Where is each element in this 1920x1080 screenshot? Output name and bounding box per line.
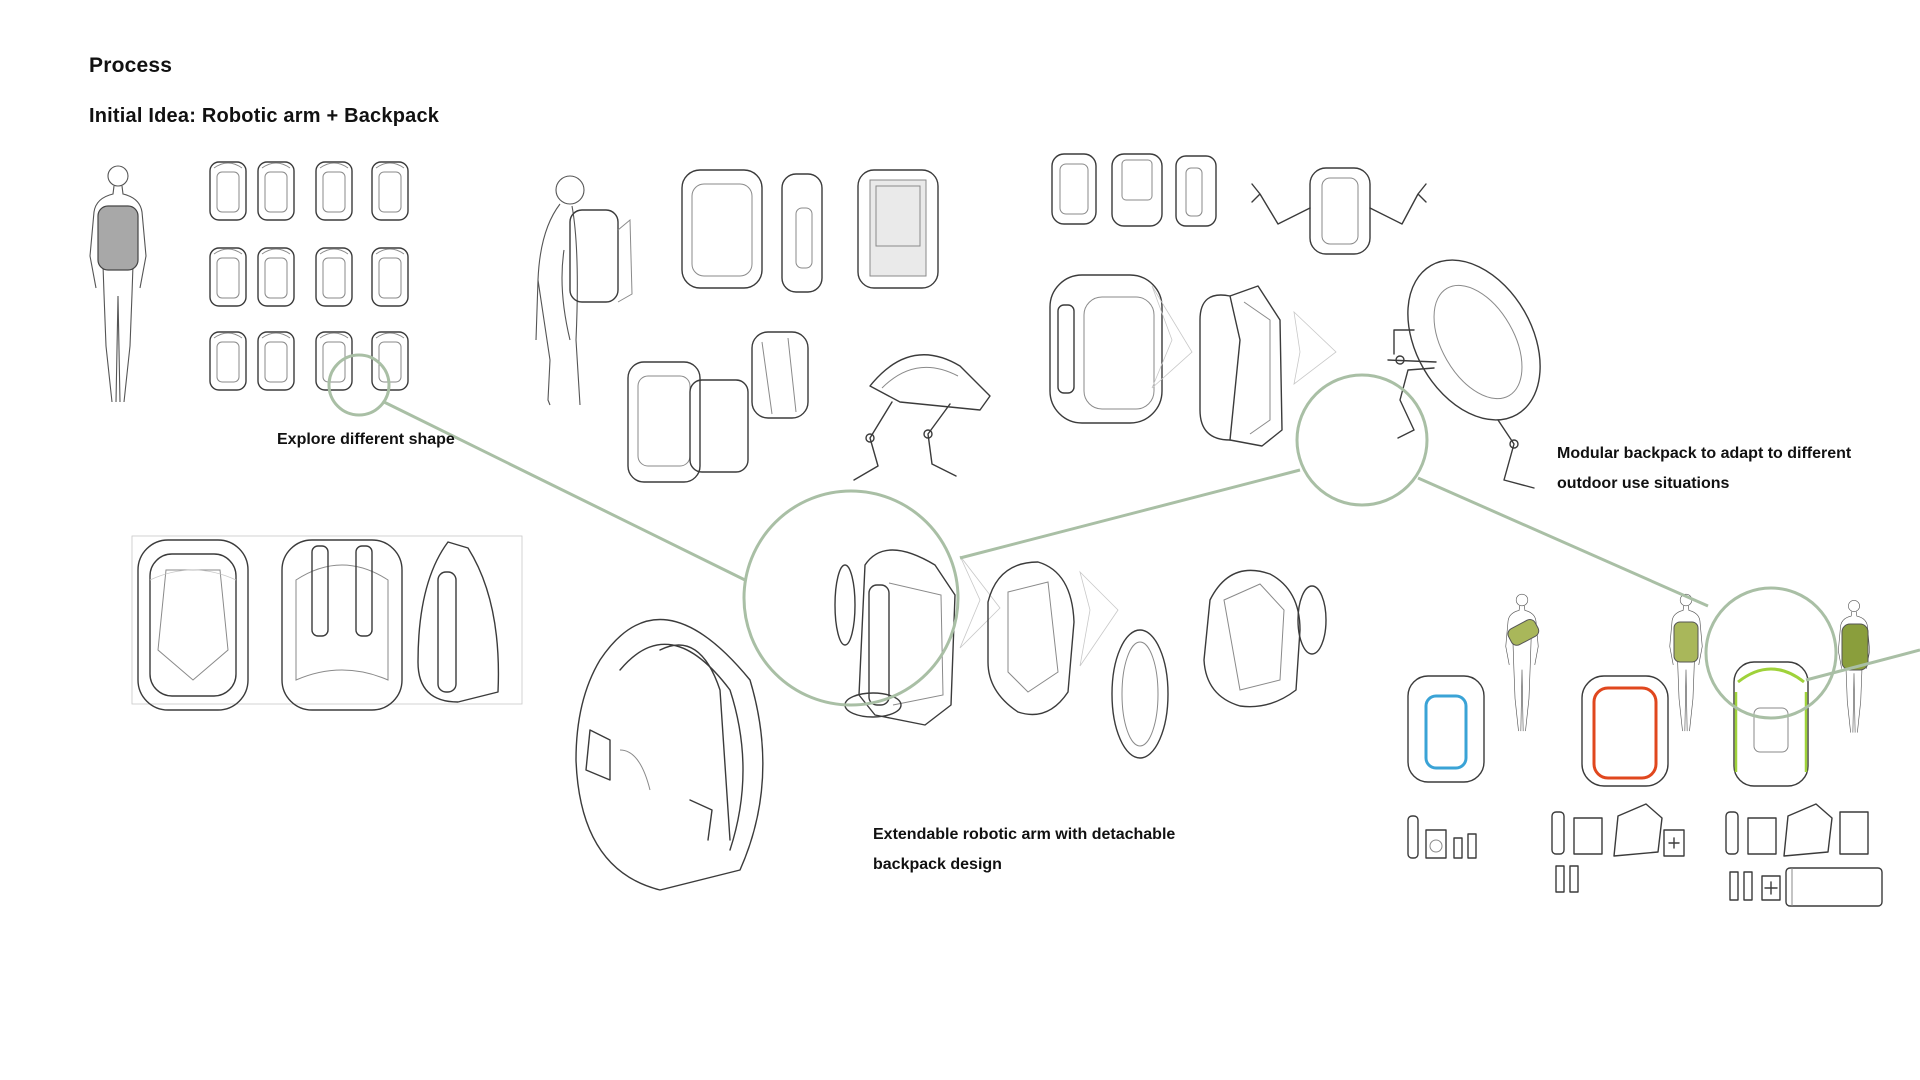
sketch-robot-walker-2 xyxy=(1387,259,1541,489)
caption-line: outdoor use situations xyxy=(1557,475,1730,492)
sketch-color-variants xyxy=(1407,593,1883,907)
caption-line: Modular backpack to adapt to different xyxy=(1557,445,1852,462)
sketch-side-views xyxy=(535,169,991,483)
sketch-shape-exploration xyxy=(89,161,409,403)
gear-set-1 xyxy=(1407,815,1477,859)
caption-explore-shape: Explore different shape xyxy=(277,425,455,455)
caption-extendable-arm: Extendable robotic arm with detachable b… xyxy=(873,820,1175,880)
gear-set-3 xyxy=(1725,803,1883,907)
connector-line-3 xyxy=(1417,476,1709,608)
gear-set-2 xyxy=(1551,803,1685,893)
connector-line-2 xyxy=(959,468,1301,560)
caption-line: Extendable robotic arm with detachable xyxy=(873,826,1176,843)
focus-circle-right xyxy=(1704,586,1838,720)
sketch-three-quarter-view xyxy=(575,618,764,891)
connector-line-4 xyxy=(1805,648,1920,682)
sketch-front-views xyxy=(131,535,523,711)
caption-modular-backpack: Modular backpack to adapt to different o… xyxy=(1557,439,1851,499)
connector-line-1 xyxy=(383,400,746,582)
page-subtitle: Initial Idea: Robotic arm + Backpack xyxy=(89,105,440,127)
page-title: Process xyxy=(89,54,173,77)
focus-circle-large xyxy=(742,489,960,707)
sketch-robot-walker-1 xyxy=(853,354,991,481)
sketch-modular-robot xyxy=(1049,153,1541,489)
caption-line: Explore different shape xyxy=(277,431,455,448)
sketch-detach-sequence xyxy=(834,549,1327,759)
focus-circle-small xyxy=(327,353,391,417)
focus-circle-medium xyxy=(1295,373,1429,507)
caption-line: backpack design xyxy=(873,856,1002,873)
connector-overlay xyxy=(327,353,1920,720)
